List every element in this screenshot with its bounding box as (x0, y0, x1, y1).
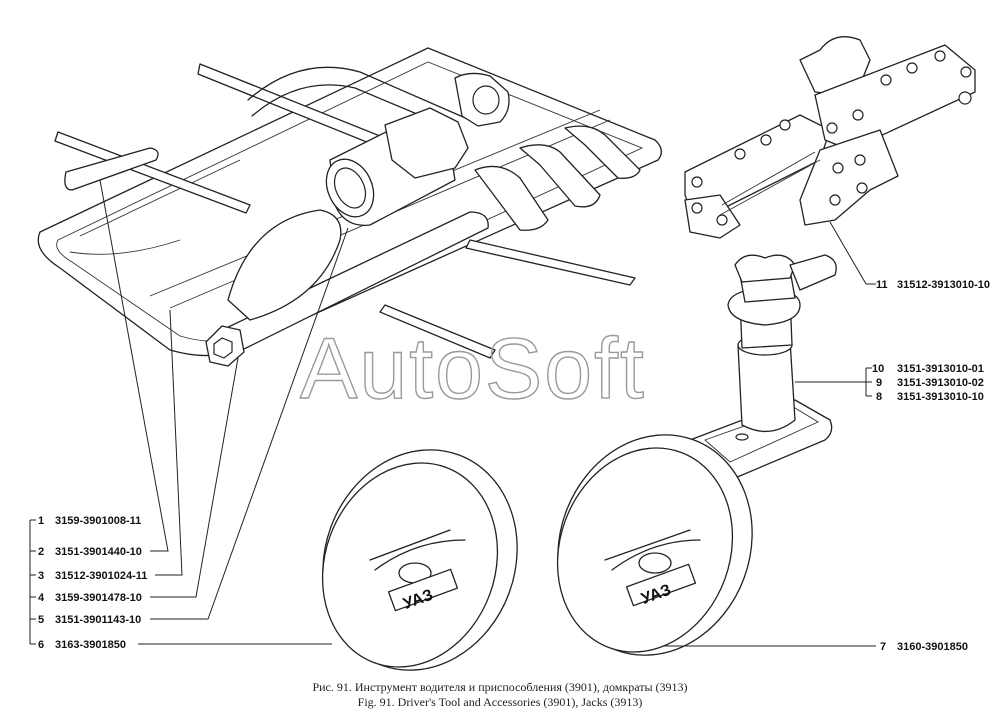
label-code-6: 3163-3901850 (55, 639, 126, 651)
label-code-11: 31512-3913010-10 (897, 279, 990, 291)
label-code-8: 3151-3913010-10 (897, 391, 984, 403)
leader-lines (29, 179, 876, 647)
label-num-8: 8 (876, 391, 882, 403)
label-code-3: 31512-3901024-11 (55, 570, 147, 582)
tool-roll (37, 47, 662, 367)
label-code-5: 3151-3901143-10 (55, 614, 141, 626)
label-num-2: 2 (38, 546, 44, 558)
tool-bag-left: УАЗ (321, 449, 518, 671)
label-num-10: 10 (872, 363, 884, 375)
label-num-5: 5 (38, 614, 44, 626)
part-labels: 1 3159-3901008-11 2 3151-3901440-10 3 31… (38, 279, 990, 653)
label-code-7: 3160-3901850 (897, 641, 968, 653)
label-code-4: 3159-3901478-10 (55, 592, 142, 604)
scissor-jack (684, 36, 976, 239)
tool-bag-right: УАЗ (556, 434, 753, 656)
label-num-11: 11 (876, 279, 888, 291)
caption-ru: Рис. 91. Инструмент водителя и приспособ… (312, 680, 687, 694)
label-num-7: 7 (880, 641, 886, 653)
label-num-4: 4 (38, 592, 45, 604)
bottle-jack (689, 254, 837, 479)
watermark: AutoSoft (300, 321, 646, 417)
label-code-1: 3159-3901008-11 (55, 515, 141, 527)
label-num-9: 9 (876, 377, 882, 389)
label-num-3: 3 (38, 570, 44, 582)
label-code-9: 3151-3913010-02 (897, 377, 984, 389)
caption-en: Fig. 91. Driver's Tool and Accessories (… (358, 695, 643, 709)
label-num-1: 1 (38, 515, 44, 527)
label-num-6: 6 (38, 639, 44, 651)
label-code-2: 3151-3901440-10 (55, 546, 142, 558)
label-code-10: 3151-3913010-01 (897, 363, 984, 375)
